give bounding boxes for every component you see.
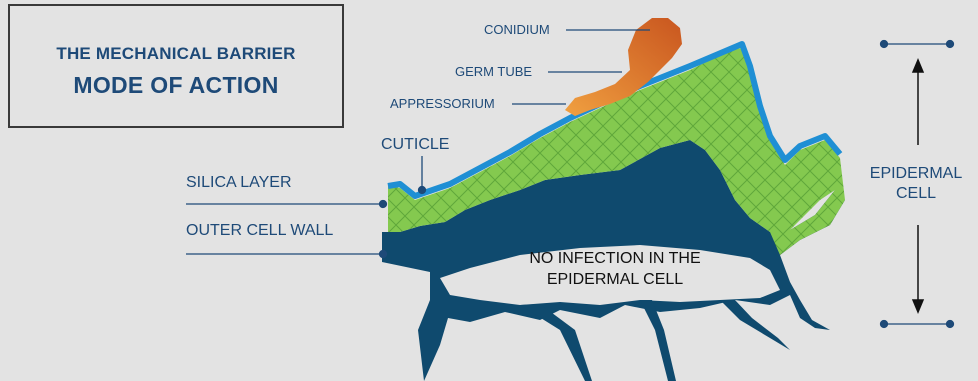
- label-epidermal-line2: CELL: [858, 184, 974, 204]
- label-epidermal-line1: EPIDERMAL: [858, 164, 974, 184]
- cell-wall-lower-strands: [520, 300, 790, 381]
- title-line2: MODE OF ACTION: [10, 72, 342, 99]
- title-line1: THE MECHANICAL BARRIER: [10, 44, 342, 64]
- label-germ-tube: GERM TUBE: [455, 64, 532, 79]
- label-outer-cell-wall: OUTER CELL WALL: [186, 222, 333, 240]
- label-epidermal-cell: EPIDERMAL CELL: [858, 164, 974, 204]
- label-appressorium: APPRESSORIUM: [390, 96, 495, 111]
- label-cuticle: CUTICLE: [381, 136, 449, 154]
- label-silica-layer: SILICA LAYER: [186, 174, 292, 192]
- label-conidium: CONIDIUM: [484, 22, 550, 37]
- no-infection-text: NO INFECTION IN THE EPIDERMAL CELL: [490, 248, 740, 290]
- no-infection-line2: EPIDERMAL CELL: [490, 269, 740, 290]
- title-box: THE MECHANICAL BARRIER MODE OF ACTION: [8, 4, 344, 128]
- no-infection-line1: NO INFECTION IN THE: [490, 248, 740, 269]
